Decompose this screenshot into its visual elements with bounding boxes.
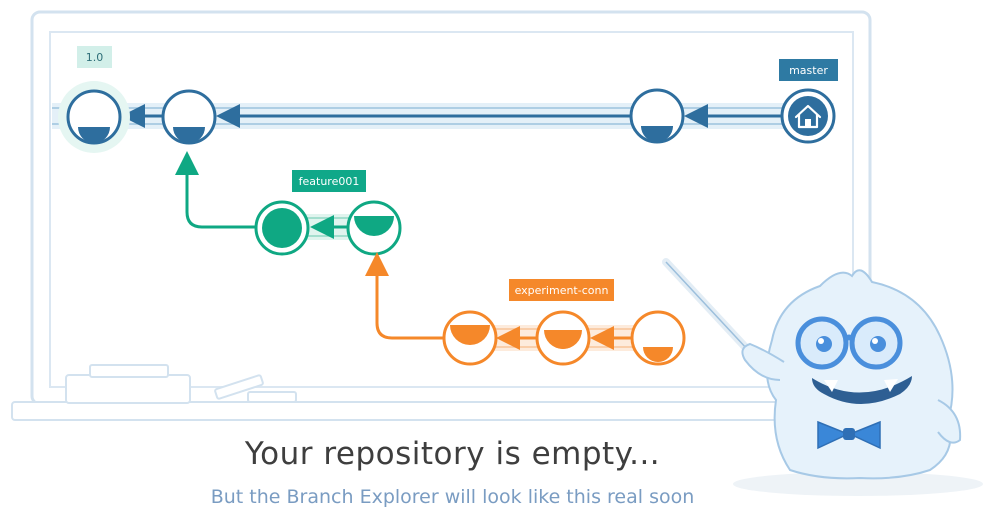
changeset-main-2[interactable] [161, 89, 217, 145]
tag-badge[interactable] [77, 46, 112, 68]
chalk-piece-2 [247, 391, 297, 403]
mascot-glasses [795, 316, 903, 370]
mascot-mouth [812, 376, 912, 404]
changeset-experiment-2[interactable] [535, 310, 591, 366]
board-tray [11, 401, 883, 421]
branch-label-master[interactable] [779, 59, 838, 81]
changeset-main-1[interactable] [66, 89, 122, 145]
empty-state-subtitle: But the Branch Explorer will look like t… [210, 486, 695, 508]
branch-label-experiment-text: experiment-conn [515, 284, 609, 297]
changeset-experiment-1[interactable] [442, 310, 498, 366]
experiment-branch: experiment-conn [365, 252, 686, 366]
branch-label-master-text: master [789, 64, 828, 77]
changeset-main-3[interactable] [629, 88, 685, 144]
eraser [65, 374, 191, 404]
changeset-experiment-3[interactable] [630, 310, 686, 366]
branch-label-feature[interactable] [292, 170, 366, 192]
changeset-main-head[interactable] [780, 88, 836, 144]
empty-state-title: Your repository is empty... [244, 436, 661, 472]
tag-label: 1.0 [86, 51, 104, 64]
experiment-merge-link [365, 252, 443, 340]
main-branch: 1.0 master [52, 46, 838, 153]
branch-label-feature-text: feature001 [299, 175, 360, 188]
feature-merge-link [175, 151, 256, 229]
changeset-feature-1[interactable] [254, 200, 310, 256]
mascot-arm [741, 342, 785, 381]
branch-label-experiment[interactable] [509, 279, 614, 301]
mascot-shadow [733, 472, 983, 496]
yeti-mascot [662, 258, 983, 496]
chalk-piece [214, 374, 264, 400]
eraser-handle [89, 364, 169, 378]
mascot-bowtie [817, 420, 881, 450]
home-icon [794, 104, 822, 129]
changeset-feature-2[interactable] [346, 200, 402, 256]
